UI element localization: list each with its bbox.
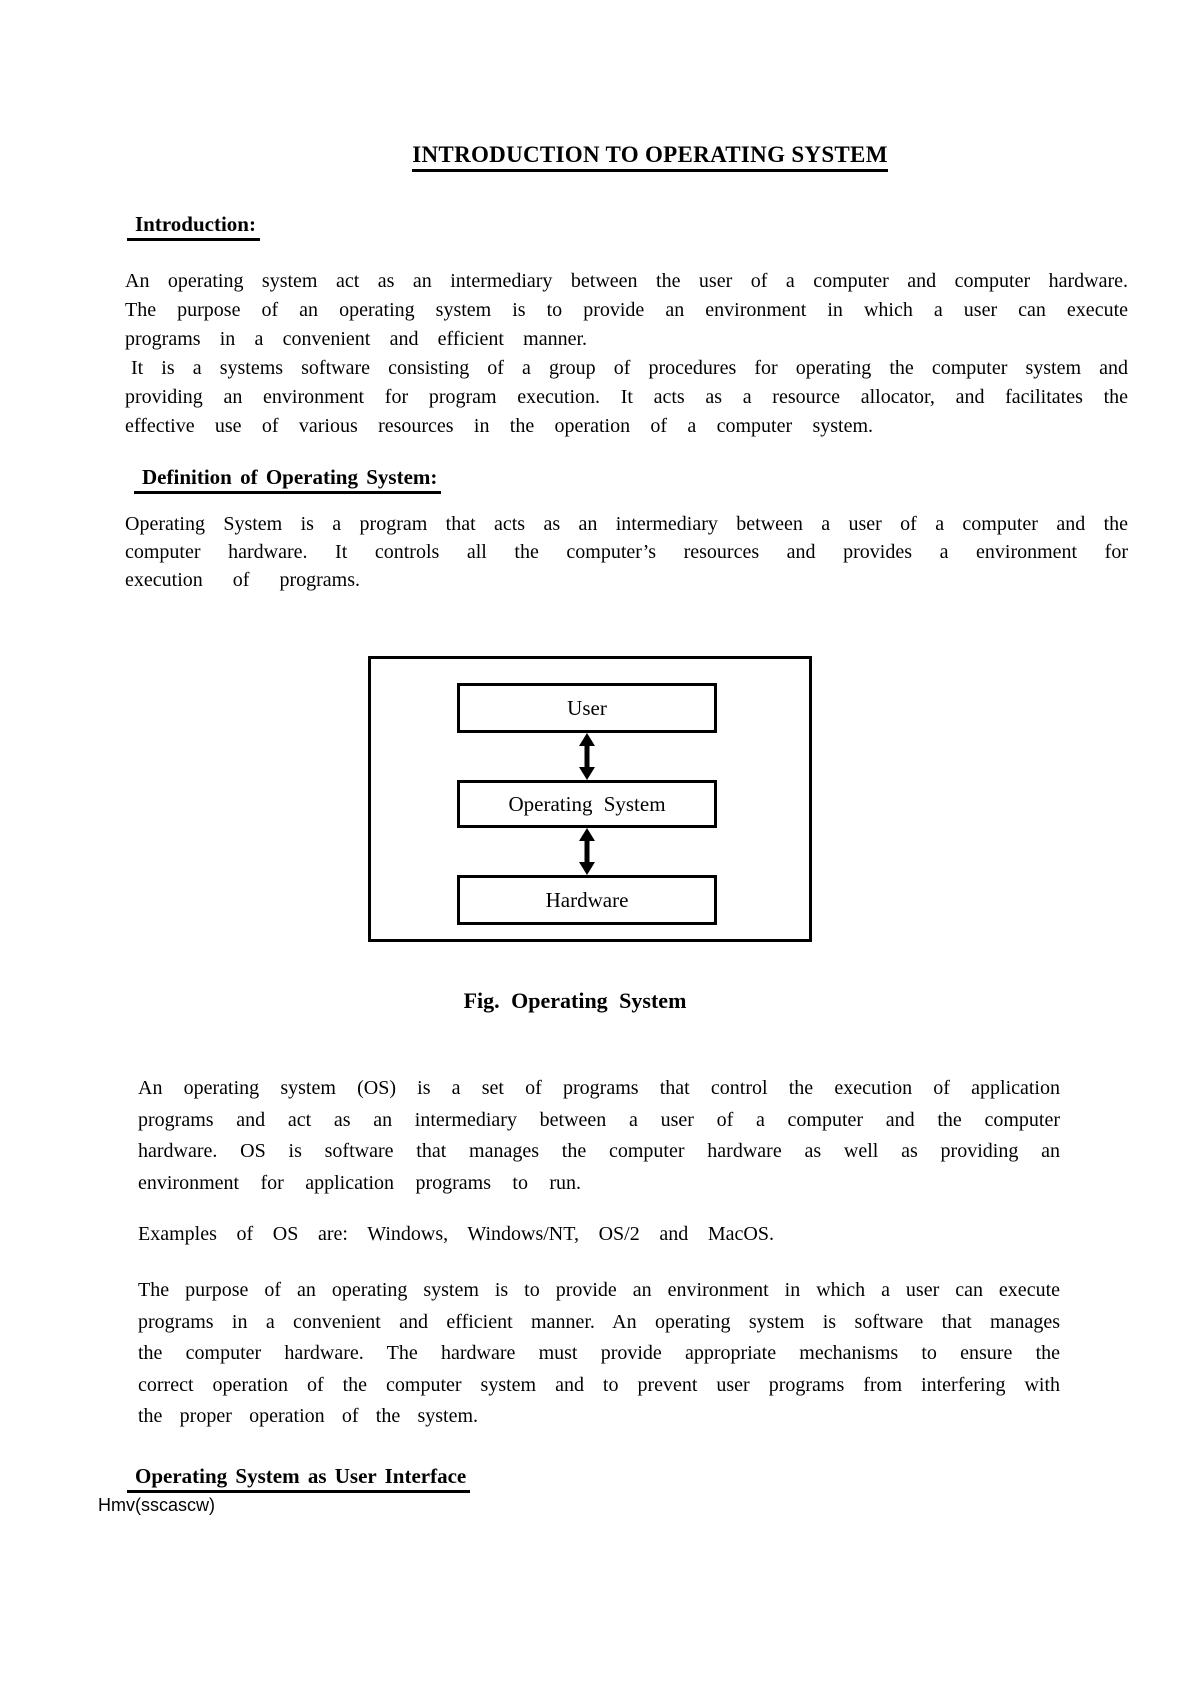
section-heading-user-interface: Operating System as User Interface: [127, 1464, 471, 1493]
paragraph-line: An operating system (OS) is a set of pro…: [138, 1077, 1060, 1099]
double-arrow-user-os-icon: [579, 733, 595, 780]
paragraph-line: the computer hardware. The hardware must…: [138, 1342, 1060, 1364]
paragraph-purpose: The purpose of an operating system is to…: [138, 1275, 1060, 1433]
paragraph-intro: An operating system act as an intermedia…: [125, 267, 1128, 441]
section-heading-introduction: Introduction:: [127, 212, 260, 241]
paragraph-line: execution of programs.: [125, 569, 360, 591]
figure-box-user: User: [457, 683, 717, 733]
paragraph-line: hardware. OS is software that manages th…: [138, 1140, 1060, 1162]
page-footer: Hmv(sscascw): [98, 1495, 215, 1515]
paragraph-line: It is a systems software consisting of a…: [131, 357, 1128, 379]
paragraph-line: Examples of OS are: Windows, Windows/NT,…: [138, 1223, 774, 1245]
page-title: INTRODUCTION TO OPERATING SYSTEM: [150, 142, 1150, 172]
figure-outer-box: User Operating System Hardware: [368, 656, 812, 942]
figure-box-operating-system: Operating System: [457, 780, 717, 828]
double-arrow-os-hardware-icon: [579, 828, 595, 875]
paragraph-line: correct operation of the computer system…: [138, 1373, 1060, 1396]
paragraph-line: the proper operation of the system.: [138, 1405, 478, 1427]
figure-box-hardware: Hardware: [457, 875, 717, 925]
section-heading-definition: Definition of Operating System:: [134, 465, 442, 494]
paragraph-line: Operating System is a program that acts …: [125, 513, 1128, 535]
figure-caption: Fig. Operating System: [463, 988, 687, 1013]
paragraph-line: programs in a convenient and efficient m…: [125, 328, 587, 350]
paragraph-line: The purpose of an operating system is to…: [138, 1279, 1060, 1301]
paragraph-line: providing an environment for program exe…: [125, 386, 1128, 408]
paragraph-line: effective use of various resources in th…: [125, 415, 873, 437]
paragraph-line: An operating system act as an intermedia…: [125, 270, 1128, 292]
paragraph-os-description: An operating system (OS) is a set of pro…: [138, 1073, 1060, 1199]
paragraph-definition: Operating System is a program that acts …: [125, 510, 1128, 594]
paragraph-line: programs in a convenient and efficient m…: [138, 1310, 1060, 1333]
paragraph-line: computer hardware. It controls all the c…: [125, 541, 1128, 563]
paragraph-examples: Examples of OS are: Windows, Windows/NT,…: [138, 1219, 1060, 1251]
paragraph-line: programs and act as an intermediary betw…: [138, 1108, 1060, 1131]
paragraph-line: The purpose of an operating system is to…: [125, 299, 1128, 321]
paragraph-line: environment for application programs to …: [138, 1171, 581, 1194]
page-title-text: INTRODUCTION TO OPERATING SYSTEM: [412, 142, 888, 172]
